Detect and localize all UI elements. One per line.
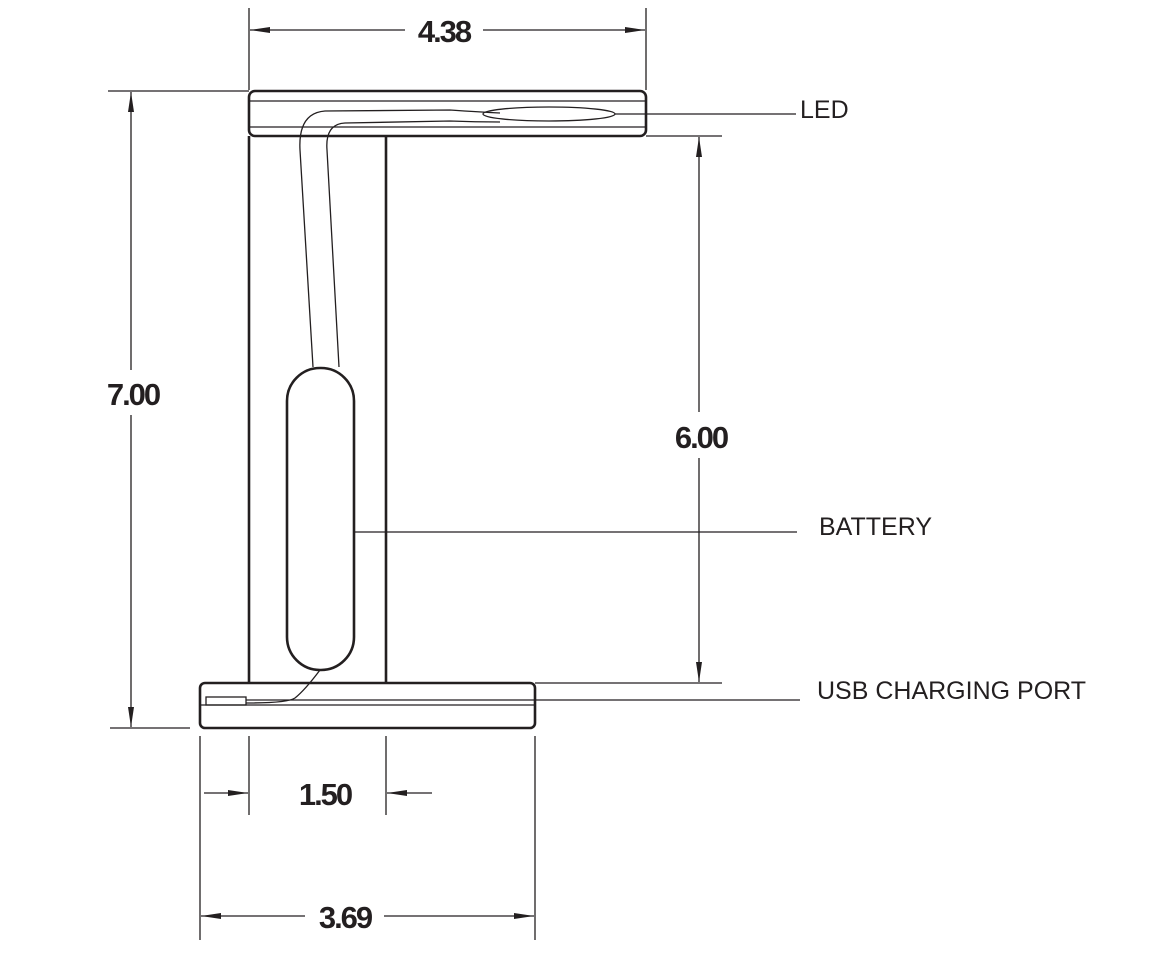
lamp-stem <box>247 136 388 683</box>
svg-text:7.00: 7.00 <box>107 377 160 412</box>
dimension-head-width: 4.38 <box>248 8 647 90</box>
lamp-head <box>247 89 648 138</box>
internal-wiring <box>245 109 501 704</box>
svg-text:3.69: 3.69 <box>319 900 373 935</box>
usb-port <box>205 696 247 706</box>
dimension-overall-height: 7.00 <box>107 90 249 729</box>
svg-text:1.50: 1.50 <box>299 777 352 812</box>
lamp-base <box>198 681 537 730</box>
battery <box>285 366 356 672</box>
led-callout: LED <box>800 96 849 124</box>
led-element <box>482 106 616 122</box>
battery-callout: BATTERY <box>819 513 932 541</box>
dimension-stem-height: 6.00 <box>535 135 730 684</box>
svg-text:4.38: 4.38 <box>418 14 472 49</box>
svg-text:6.00: 6.00 <box>675 420 728 455</box>
usb-callout: USB CHARGING PORT <box>817 677 1086 705</box>
dimension-base-width: 3.69 <box>199 736 536 940</box>
dimension-stem-width: 1.50 <box>204 736 432 815</box>
